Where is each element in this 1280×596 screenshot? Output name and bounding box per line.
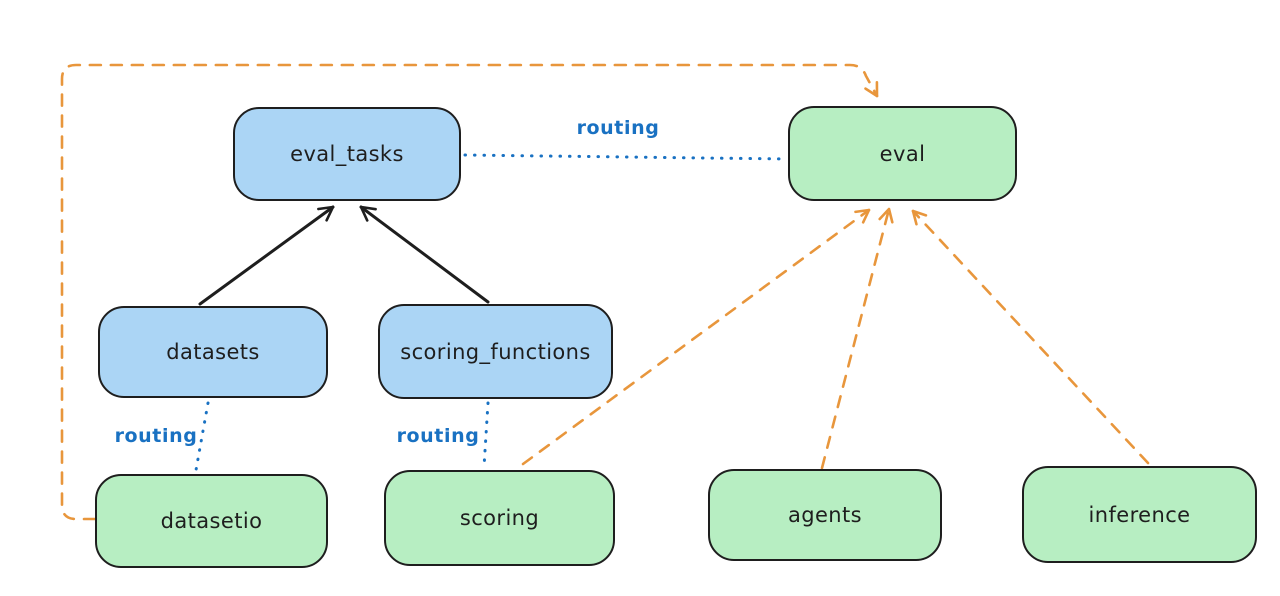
node-eval-tasks-label: eval_tasks	[290, 142, 404, 166]
edge-line	[359, 205, 490, 304]
node-eval-tasks: eval_tasks	[233, 107, 461, 201]
edge-agents-to-eval	[820, 207, 894, 470]
node-agents-label: agents	[787, 503, 862, 527]
edge-line	[60, 63, 879, 521]
node-datasets-label: datasets	[166, 340, 260, 364]
edge-datasets-to-datasetio	[194, 401, 210, 472]
node-datasetio-label: datasetio	[160, 509, 263, 533]
node-inference: inference	[1022, 466, 1257, 563]
edge-line	[521, 208, 871, 466]
edge-line	[194, 401, 210, 472]
node-datasetio: datasetio	[95, 474, 328, 568]
edge-line	[463, 153, 789, 161]
node-eval-label: eval	[879, 141, 926, 166]
edge-line	[198, 205, 335, 306]
edge-scoring-functions-to-scoring	[482, 401, 490, 469]
edge-datasets-to-eval-tasks	[198, 205, 335, 306]
node-agents: agents	[708, 469, 942, 561]
edge-scoring-functions-to-eval-tasks	[359, 205, 490, 304]
node-scoring-functions: scoring_functions	[378, 304, 613, 399]
node-scoring-functions-label: scoring_functions	[400, 339, 591, 364]
edge-datasetio-to-eval	[60, 63, 879, 521]
edge-line	[482, 401, 490, 469]
edge-scoring-to-eval	[521, 208, 871, 466]
node-inference-label: inference	[1088, 502, 1191, 527]
edge-eval-tasks-to-eval	[463, 153, 789, 161]
edge-inference-to-eval	[911, 209, 1150, 465]
edge-line	[820, 207, 894, 470]
edge-label-routing-top: routing	[576, 117, 660, 139]
edge-line	[911, 209, 1150, 465]
edge-label-routing-middle: routing	[396, 425, 480, 447]
edge-label-routing-left: routing	[114, 425, 198, 447]
node-scoring: scoring	[384, 470, 615, 566]
node-eval: eval	[788, 106, 1017, 201]
node-datasets: datasets	[98, 306, 328, 398]
node-scoring-label: scoring	[459, 506, 540, 530]
